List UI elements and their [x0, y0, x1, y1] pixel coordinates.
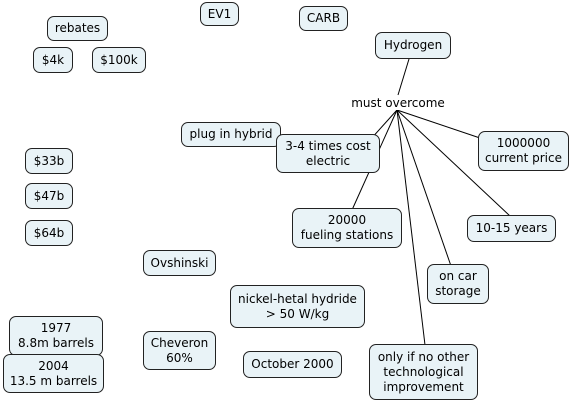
node-2004-barrels[interactable]: 2004 13.5 m barrels — [3, 354, 104, 393]
node-plug-in-hybrid[interactable]: plug in hybrid — [181, 122, 281, 147]
node-rebates[interactable]: rebates — [47, 16, 108, 41]
node-64b[interactable]: $64b — [25, 220, 73, 246]
node-nickel-hydride[interactable]: nickel-hetal hydride > 50 W/kg — [230, 285, 365, 328]
linking-phrase-must-overcome: must overcome — [348, 96, 448, 110]
node-ev1[interactable]: EV1 — [200, 2, 239, 26]
node-cost-electric[interactable]: 3-4 times cost electric — [276, 134, 380, 173]
node-carb[interactable]: CARB — [299, 6, 348, 31]
node-47b[interactable]: $47b — [25, 183, 73, 209]
edge-phrase-to-no-other — [396, 109, 426, 346]
node-fueling-stations[interactable]: 20000 fueling stations — [292, 208, 402, 248]
edge-phrase-to-price — [396, 109, 481, 139]
node-current-price[interactable]: 1000000 current price — [478, 131, 569, 171]
node-october-2000[interactable]: October 2000 — [243, 351, 342, 378]
node-on-car-storage[interactable]: on car storage — [427, 264, 489, 304]
node-hydrogen[interactable]: Hydrogen — [375, 32, 451, 59]
node-years[interactable]: 10-15 years — [467, 215, 556, 242]
node-100k[interactable]: $100k — [92, 47, 146, 73]
node-no-other-improvement[interactable]: only if no other technological improveme… — [369, 344, 478, 400]
edge-hydrogen-to-phrase — [397, 58, 410, 96]
node-33b[interactable]: $33b — [25, 148, 73, 174]
node-1977-barrels[interactable]: 1977 8.8m barrels — [9, 316, 103, 356]
node-ovshinski[interactable]: Ovshinski — [143, 250, 216, 276]
node-cheveron[interactable]: Cheveron 60% — [143, 331, 216, 370]
node-4k[interactable]: $4k — [33, 47, 73, 73]
edge-phrase-to-storage — [396, 109, 452, 267]
edge-phrase-to-years — [396, 109, 511, 217]
